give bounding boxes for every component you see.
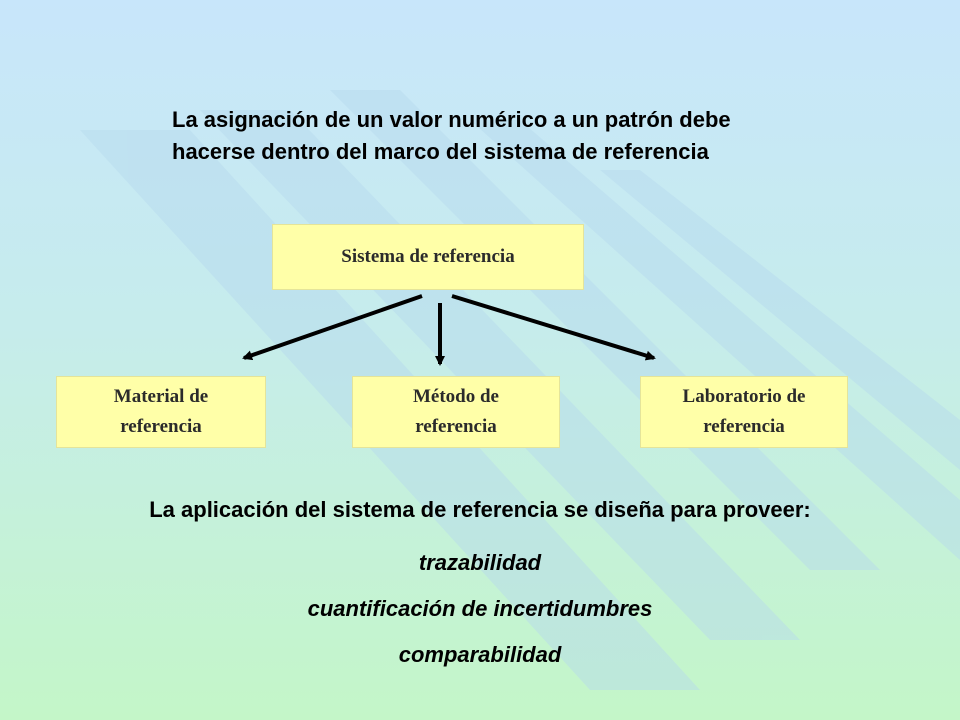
purpose-list: trazabilidad cuantificación de incertidu… <box>0 540 960 678</box>
child-node-laboratorio: Laboratorio de referencia <box>640 376 848 448</box>
child-node-material-line-1: Material de <box>113 386 209 407</box>
purpose-item-incertidumbres: cuantificación de incertidumbres <box>307 596 653 621</box>
child-node-laboratorio-line-1: Laboratorio de <box>682 386 806 407</box>
intro-line-2: hacerse dentro del marco del sistema de … <box>172 139 709 164</box>
root-node-label: Sistema de referencia <box>341 246 515 267</box>
root-node-sistema: Sistema de referencia <box>272 224 584 290</box>
purpose-item-trazabilidad: trazabilidad <box>418 550 542 575</box>
purpose-heading: La aplicación del sistema de referencia … <box>149 497 811 522</box>
child-node-metodo: Método de referencia <box>352 376 560 448</box>
intro-line-1: La asignación de un valor numérico a un … <box>172 107 731 132</box>
child-node-metodo-line-2: referencia <box>415 416 497 437</box>
child-node-material-line-2: referencia <box>120 416 202 437</box>
child-node-metodo-line-1: Método de <box>412 386 499 407</box>
child-node-laboratorio-line-2: referencia <box>703 416 785 437</box>
child-node-material: Material de referencia <box>56 376 266 448</box>
intro-text: La asignación de un valor numérico a un … <box>172 104 892 168</box>
purpose-item-comparabilidad: comparabilidad <box>398 642 562 667</box>
